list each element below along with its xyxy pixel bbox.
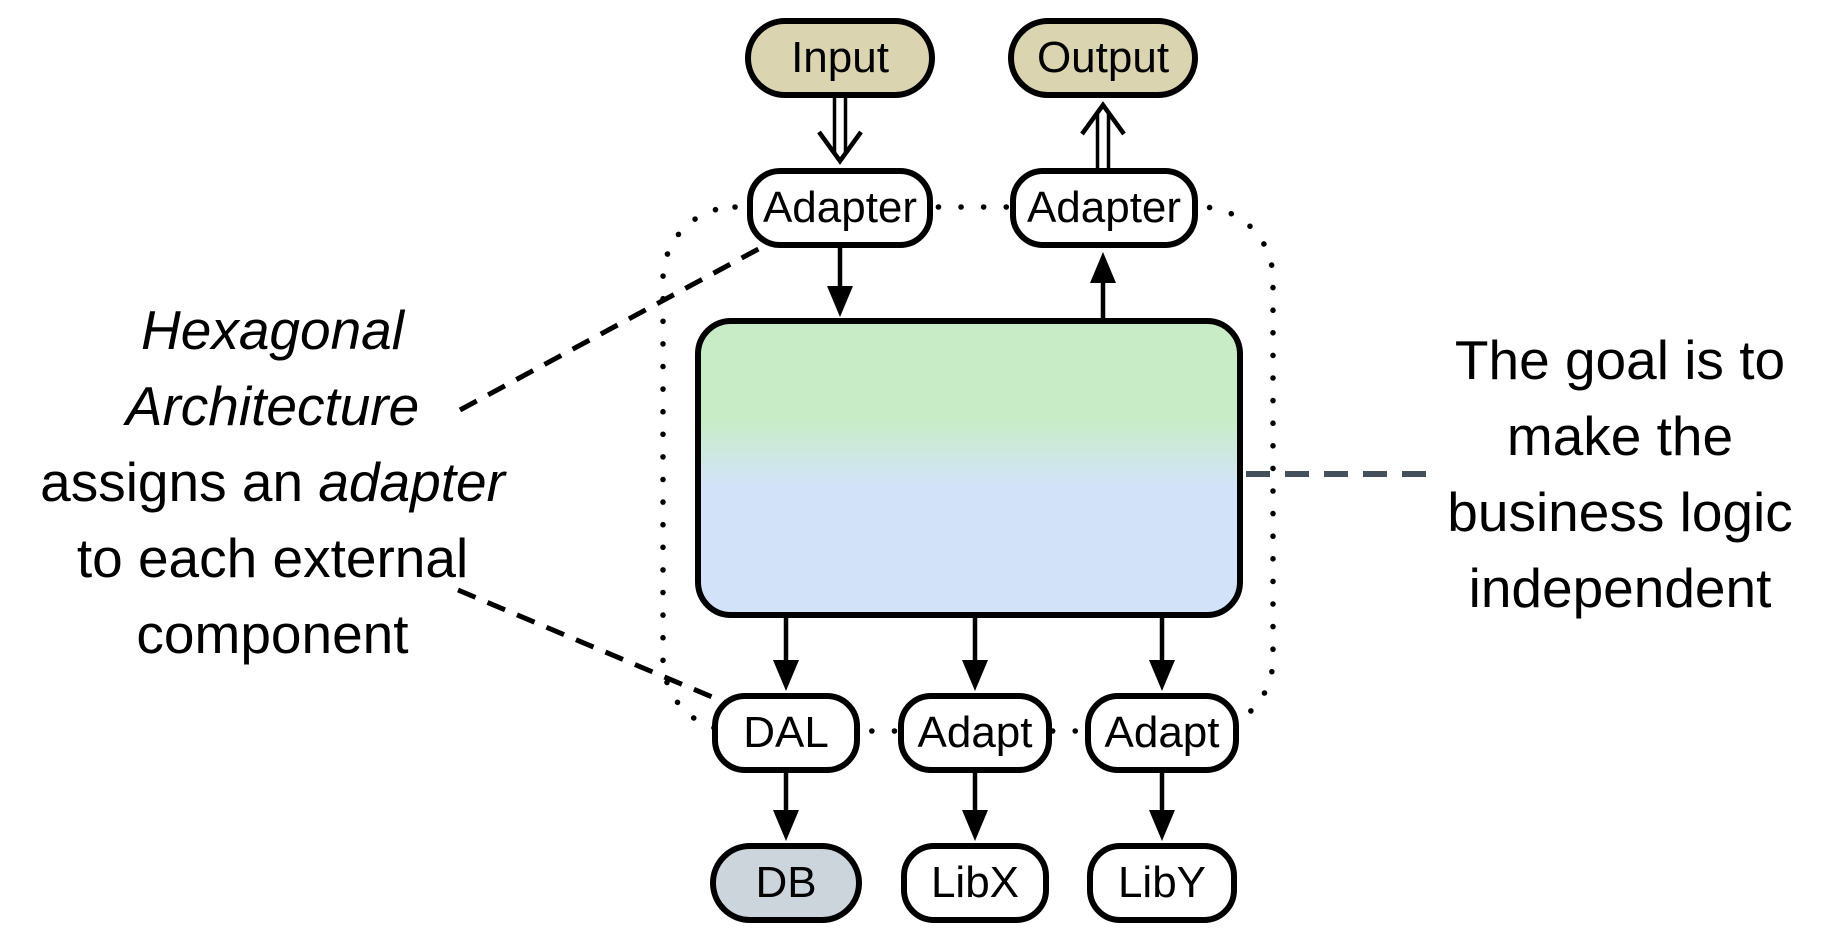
right-note-line2: make the (1506, 405, 1734, 467)
input-label: Input (791, 33, 889, 82)
arrow-adapt-to-liby (1149, 773, 1175, 841)
right-note: The goal is to make the business logic i… (1390, 322, 1830, 626)
left-note-line1: Hexagonal (141, 299, 404, 361)
libx-label: LibX (930, 858, 1020, 907)
left-note-line2: Architecture (125, 375, 420, 437)
adapter-out-label: Adapter (1026, 183, 1182, 232)
libx-node: LibX (901, 843, 1049, 923)
arrow-adapter-to-output (1080, 101, 1126, 168)
arrow-core-to-adapt-right (1149, 618, 1175, 691)
adapter-in-node: Adapter (747, 168, 933, 248)
liby-label: LibY (1117, 858, 1207, 907)
arrow-core-to-dal (773, 618, 799, 691)
dotted-boundary (660, 204, 1276, 734)
liby-node: LibY (1087, 843, 1237, 923)
arrow-core-to-adapter (1090, 252, 1116, 318)
arrow-adapt-to-libx (962, 773, 988, 841)
adapt-mid-label: Adapt (917, 708, 1033, 757)
arrow-core-to-adapt-mid (962, 618, 988, 691)
right-note-line4: independent (1468, 557, 1772, 619)
adapter-out-node: Adapter (1010, 168, 1198, 248)
arrow-dal-to-db (773, 773, 799, 841)
adapt-right-node: Adapt (1085, 693, 1239, 773)
right-note-line1: The goal is to (1454, 329, 1786, 391)
db-node: DB (710, 843, 862, 923)
left-note-dash-to-dal (457, 587, 725, 705)
output-label: Output (1036, 33, 1170, 82)
input-node: Input (745, 18, 935, 98)
left-note: Hexagonal Architecture assigns an adapte… (0, 292, 545, 672)
dal-node: DAL (712, 693, 860, 773)
db-label: DB (755, 858, 817, 907)
left-note-dash-to-adapter (458, 243, 766, 413)
dal-label: DAL (743, 708, 829, 757)
right-note-line3: business logic (1447, 481, 1793, 543)
arrow-input-to-adapter (817, 98, 863, 165)
left-note-line3: assigns an adapter (40, 451, 505, 513)
business-logic-box (695, 318, 1243, 618)
left-note-line5: component (136, 603, 409, 665)
left-note-line4: to each external (76, 527, 469, 589)
adapter-in-label: Adapter (762, 183, 918, 232)
output-node: Output (1008, 18, 1198, 98)
adapt-right-label: Adapt (1104, 708, 1220, 757)
arrow-adapter-to-core (827, 248, 853, 317)
adapt-mid-node: Adapt (898, 693, 1052, 773)
